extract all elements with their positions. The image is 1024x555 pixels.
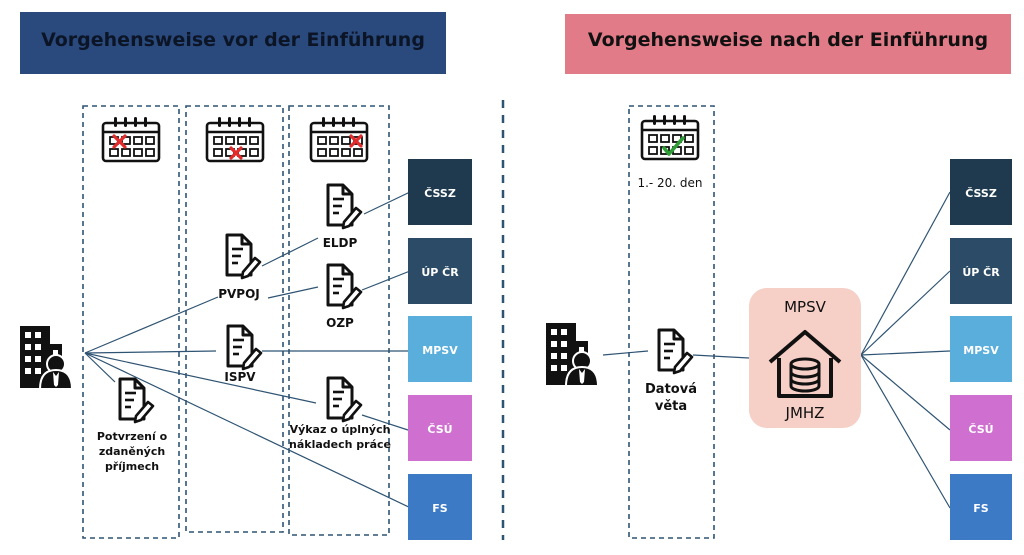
agency-label-fs: FS bbox=[973, 502, 989, 515]
agency-box-mpsv bbox=[950, 316, 1012, 382]
agency-box-cssz bbox=[408, 159, 472, 225]
vykaz-label-line1: Výkaz o úplných bbox=[290, 423, 391, 436]
agency-label-csu: ČSÚ bbox=[427, 423, 452, 436]
hub-top-label: MPSV bbox=[784, 298, 827, 316]
potvrzeni-label-line1: Potvrzení o bbox=[97, 430, 168, 443]
hub-bottom-label: JMHZ bbox=[785, 404, 825, 422]
calendar-icon bbox=[309, 115, 369, 163]
agency-box-fs bbox=[408, 474, 472, 540]
vykaz-document-icon bbox=[326, 376, 363, 423]
agency-label-csu: ČSÚ bbox=[968, 423, 993, 436]
agency-label-upcr: ÚP ČR bbox=[421, 266, 459, 279]
right-header bbox=[565, 14, 1011, 74]
agency-box-cssz bbox=[950, 159, 1012, 225]
agency-label-fs: FS bbox=[432, 502, 448, 515]
agency-box-fs bbox=[950, 474, 1012, 540]
ispv-document-icon bbox=[226, 324, 263, 371]
agency-box-upcr bbox=[950, 238, 1012, 304]
left-header-title: Vorgehensweise vor der Einführung bbox=[41, 29, 425, 51]
pvpoj-document-icon bbox=[225, 233, 262, 280]
ispv-label: ISPV bbox=[224, 370, 256, 384]
agency-label-upcr: ÚP ČR bbox=[962, 266, 1000, 279]
calendar-icon bbox=[205, 115, 265, 163]
eldp-document-icon bbox=[326, 183, 363, 230]
calendar-check-icon bbox=[640, 113, 700, 161]
right-connections bbox=[602, 191, 951, 509]
potvrzeni-label-line3: příjmech bbox=[105, 460, 159, 473]
left-header bbox=[20, 12, 446, 74]
agency-box-csu bbox=[408, 395, 472, 461]
datova-veta-document-icon bbox=[657, 328, 694, 375]
agency-box-csu bbox=[950, 395, 1012, 461]
agency-label-mpsv: MPSV bbox=[963, 344, 999, 357]
right-column bbox=[628, 105, 715, 539]
left-columns bbox=[82, 105, 390, 539]
employer-building-icon bbox=[545, 322, 599, 387]
potvrzeni-label-line2: zdaněných bbox=[99, 445, 165, 458]
ozp-label: OZP bbox=[326, 316, 354, 330]
ozp-document-icon bbox=[326, 263, 363, 310]
left-connections bbox=[84, 191, 416, 511]
vykaz-label-line2: nákladech práce bbox=[289, 438, 391, 451]
potvrzeni-document-icon bbox=[118, 377, 155, 424]
eldp-label: ELDP bbox=[323, 236, 358, 250]
right-header-title: Vorgehensweise nach der Einführung bbox=[588, 29, 988, 51]
datova-label-line2: věta bbox=[655, 399, 687, 414]
employer-building-icon bbox=[19, 325, 73, 390]
agency-label-cssz: ČSSZ bbox=[965, 187, 997, 200]
agency-box-upcr bbox=[408, 238, 472, 304]
calendar-icon bbox=[101, 115, 161, 163]
database-house-icon bbox=[768, 330, 842, 398]
agency-label-mpsv: MPSV bbox=[422, 344, 458, 357]
deadline-label: 1.- 20. den bbox=[637, 176, 702, 190]
pvpoj-label: PVPOJ bbox=[218, 287, 260, 301]
datova-label-line1: Datová bbox=[645, 382, 697, 397]
agency-box-mpsv bbox=[408, 316, 472, 382]
agency-label-cssz: ČSSZ bbox=[424, 187, 456, 200]
